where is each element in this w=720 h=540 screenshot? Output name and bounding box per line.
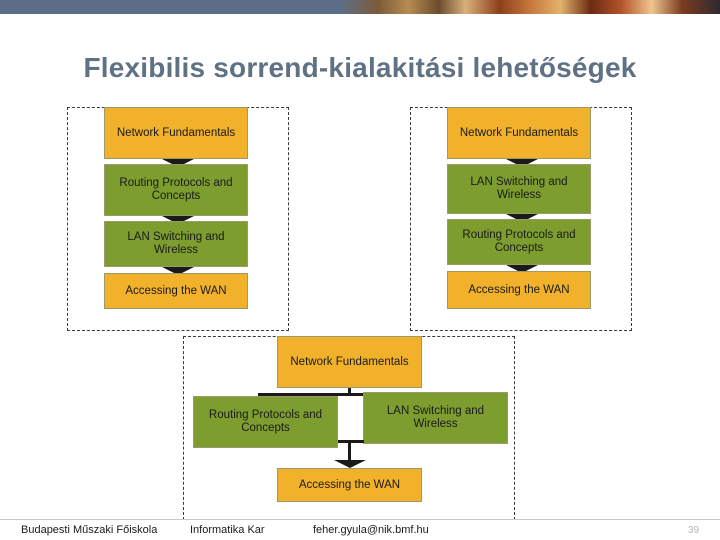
slide-title: Flexibilis sorrend-kialakitási lehetőség… [83, 52, 637, 83]
right-arrow-1 [506, 159, 538, 167]
left-arrow-1 [162, 159, 194, 167]
banner-photo-strip [340, 0, 720, 14]
left-step-lan-switching: LAN Switching and Wireless [104, 221, 248, 267]
bottom-arrow-merge [334, 460, 366, 468]
right-step-wan: Accessing the WAN [447, 271, 591, 309]
left-step-routing: Routing Protocols and Concepts [104, 164, 248, 216]
footer-school: Budapesti Műszaki Főiskola [21, 524, 158, 536]
bottom-connector-stem [348, 388, 351, 396]
left-arrow-3 [162, 267, 194, 275]
page-number: 39 [688, 525, 700, 536]
right-arrow-2 [506, 214, 538, 222]
right-step-lan-switching: LAN Switching and Wireless [447, 164, 591, 214]
left-arrow-2 [162, 216, 194, 224]
footer-email[interactable]: feher.gyula@nik.bmf.hu [313, 524, 429, 536]
bottom-step-routing: Routing Protocols and Concepts [193, 396, 338, 448]
bottom-merge-left [338, 440, 364, 443]
bottom-connector-branch [258, 393, 438, 396]
footer-divider [0, 519, 720, 520]
left-step-network-fundamentals: Network Fundamentals [104, 107, 248, 159]
right-step-routing: Routing Protocols and Concepts [447, 219, 591, 265]
left-step-wan: Accessing the WAN [104, 273, 248, 309]
bottom-step-network-fundamentals: Network Fundamentals [277, 336, 422, 388]
bottom-merge-stem [348, 440, 351, 460]
bottom-step-wan: Accessing the WAN [277, 468, 422, 502]
footer-faculty: Informatika Kar [190, 524, 265, 536]
bottom-step-lan-switching: LAN Switching and Wireless [363, 392, 508, 444]
right-arrow-3 [506, 265, 538, 273]
header-banner [0, 0, 720, 14]
right-step-network-fundamentals: Network Fundamentals [447, 107, 591, 159]
